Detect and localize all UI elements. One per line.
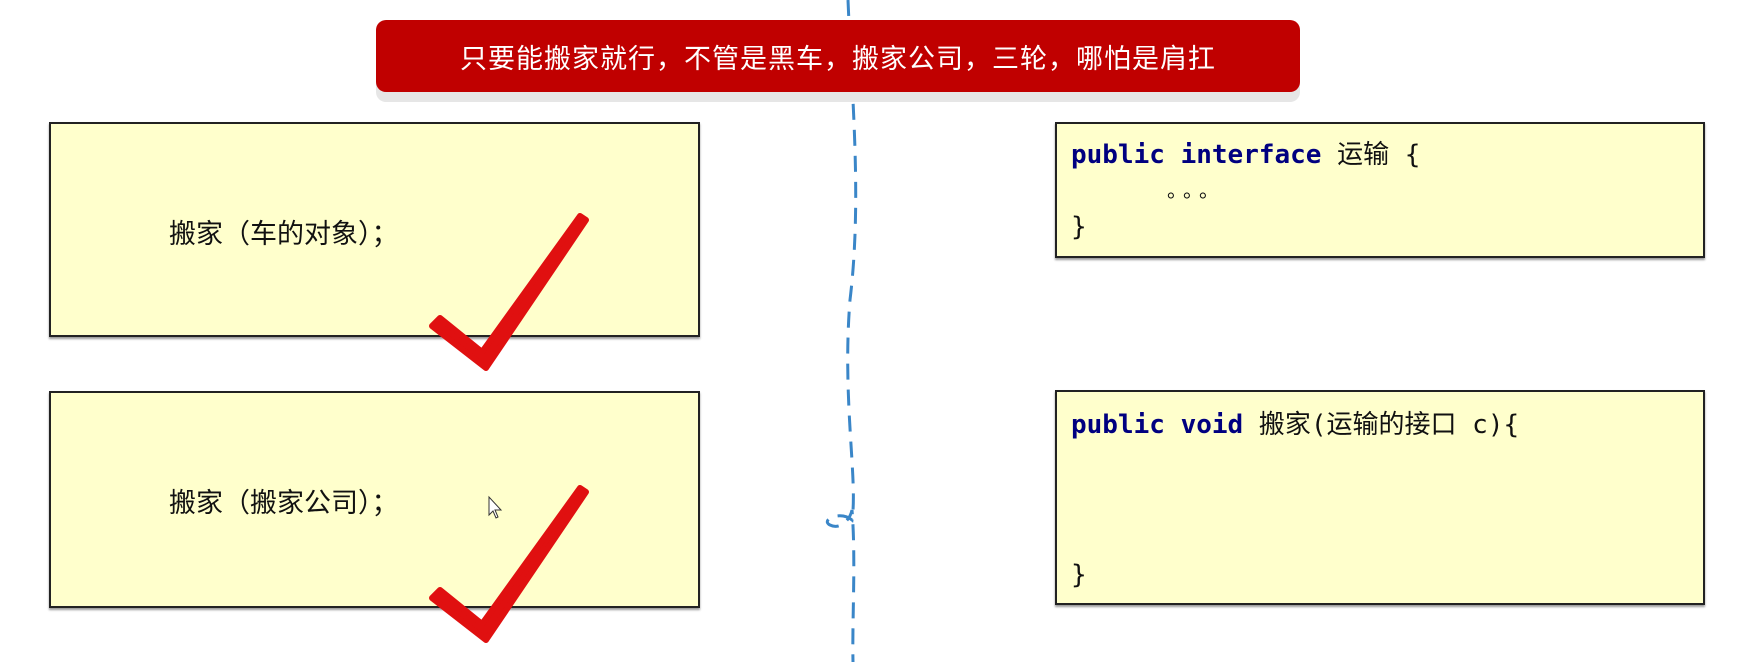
banner-text: 只要能搬家就行，不管是黑车，搬家公司，三轮，哪怕是肩扛 — [460, 43, 1216, 75]
closing-brace: } — [1071, 212, 1087, 242]
keyword-interface: interface — [1180, 140, 1322, 170]
call-box-car: 搬家（车的对象）； — [49, 122, 700, 337]
title-banner: 只要能搬家就行，不管是黑车，搬家公司，三轮，哪怕是肩扛 — [376, 20, 1300, 92]
interface-code-box: public interface 运输 { 。。。 } — [1055, 122, 1705, 258]
mouse-cursor-icon — [488, 495, 503, 519]
keyword-public: public — [1071, 140, 1165, 170]
call-text: 搬家（搬家公司）； — [169, 488, 399, 519]
closing-brace: } — [1071, 560, 1087, 590]
keyword-void: void — [1180, 410, 1244, 440]
interface-body: 。。。 — [1167, 178, 1225, 202]
method-code-box: public void 搬家(运输的接口 c){ } — [1055, 390, 1705, 605]
checkmark-icon — [429, 213, 589, 371]
interface-name: 运输 { — [1337, 140, 1421, 170]
call-text: 搬家（车的对象）； — [169, 219, 399, 250]
dashed-divider — [826, 0, 858, 662]
keyword-public: public — [1071, 410, 1165, 440]
call-box-company: 搬家（搬家公司）； — [49, 391, 700, 608]
method-signature: 搬家(运输的接口 c){ — [1258, 410, 1520, 440]
checkmark-icon — [429, 485, 589, 643]
